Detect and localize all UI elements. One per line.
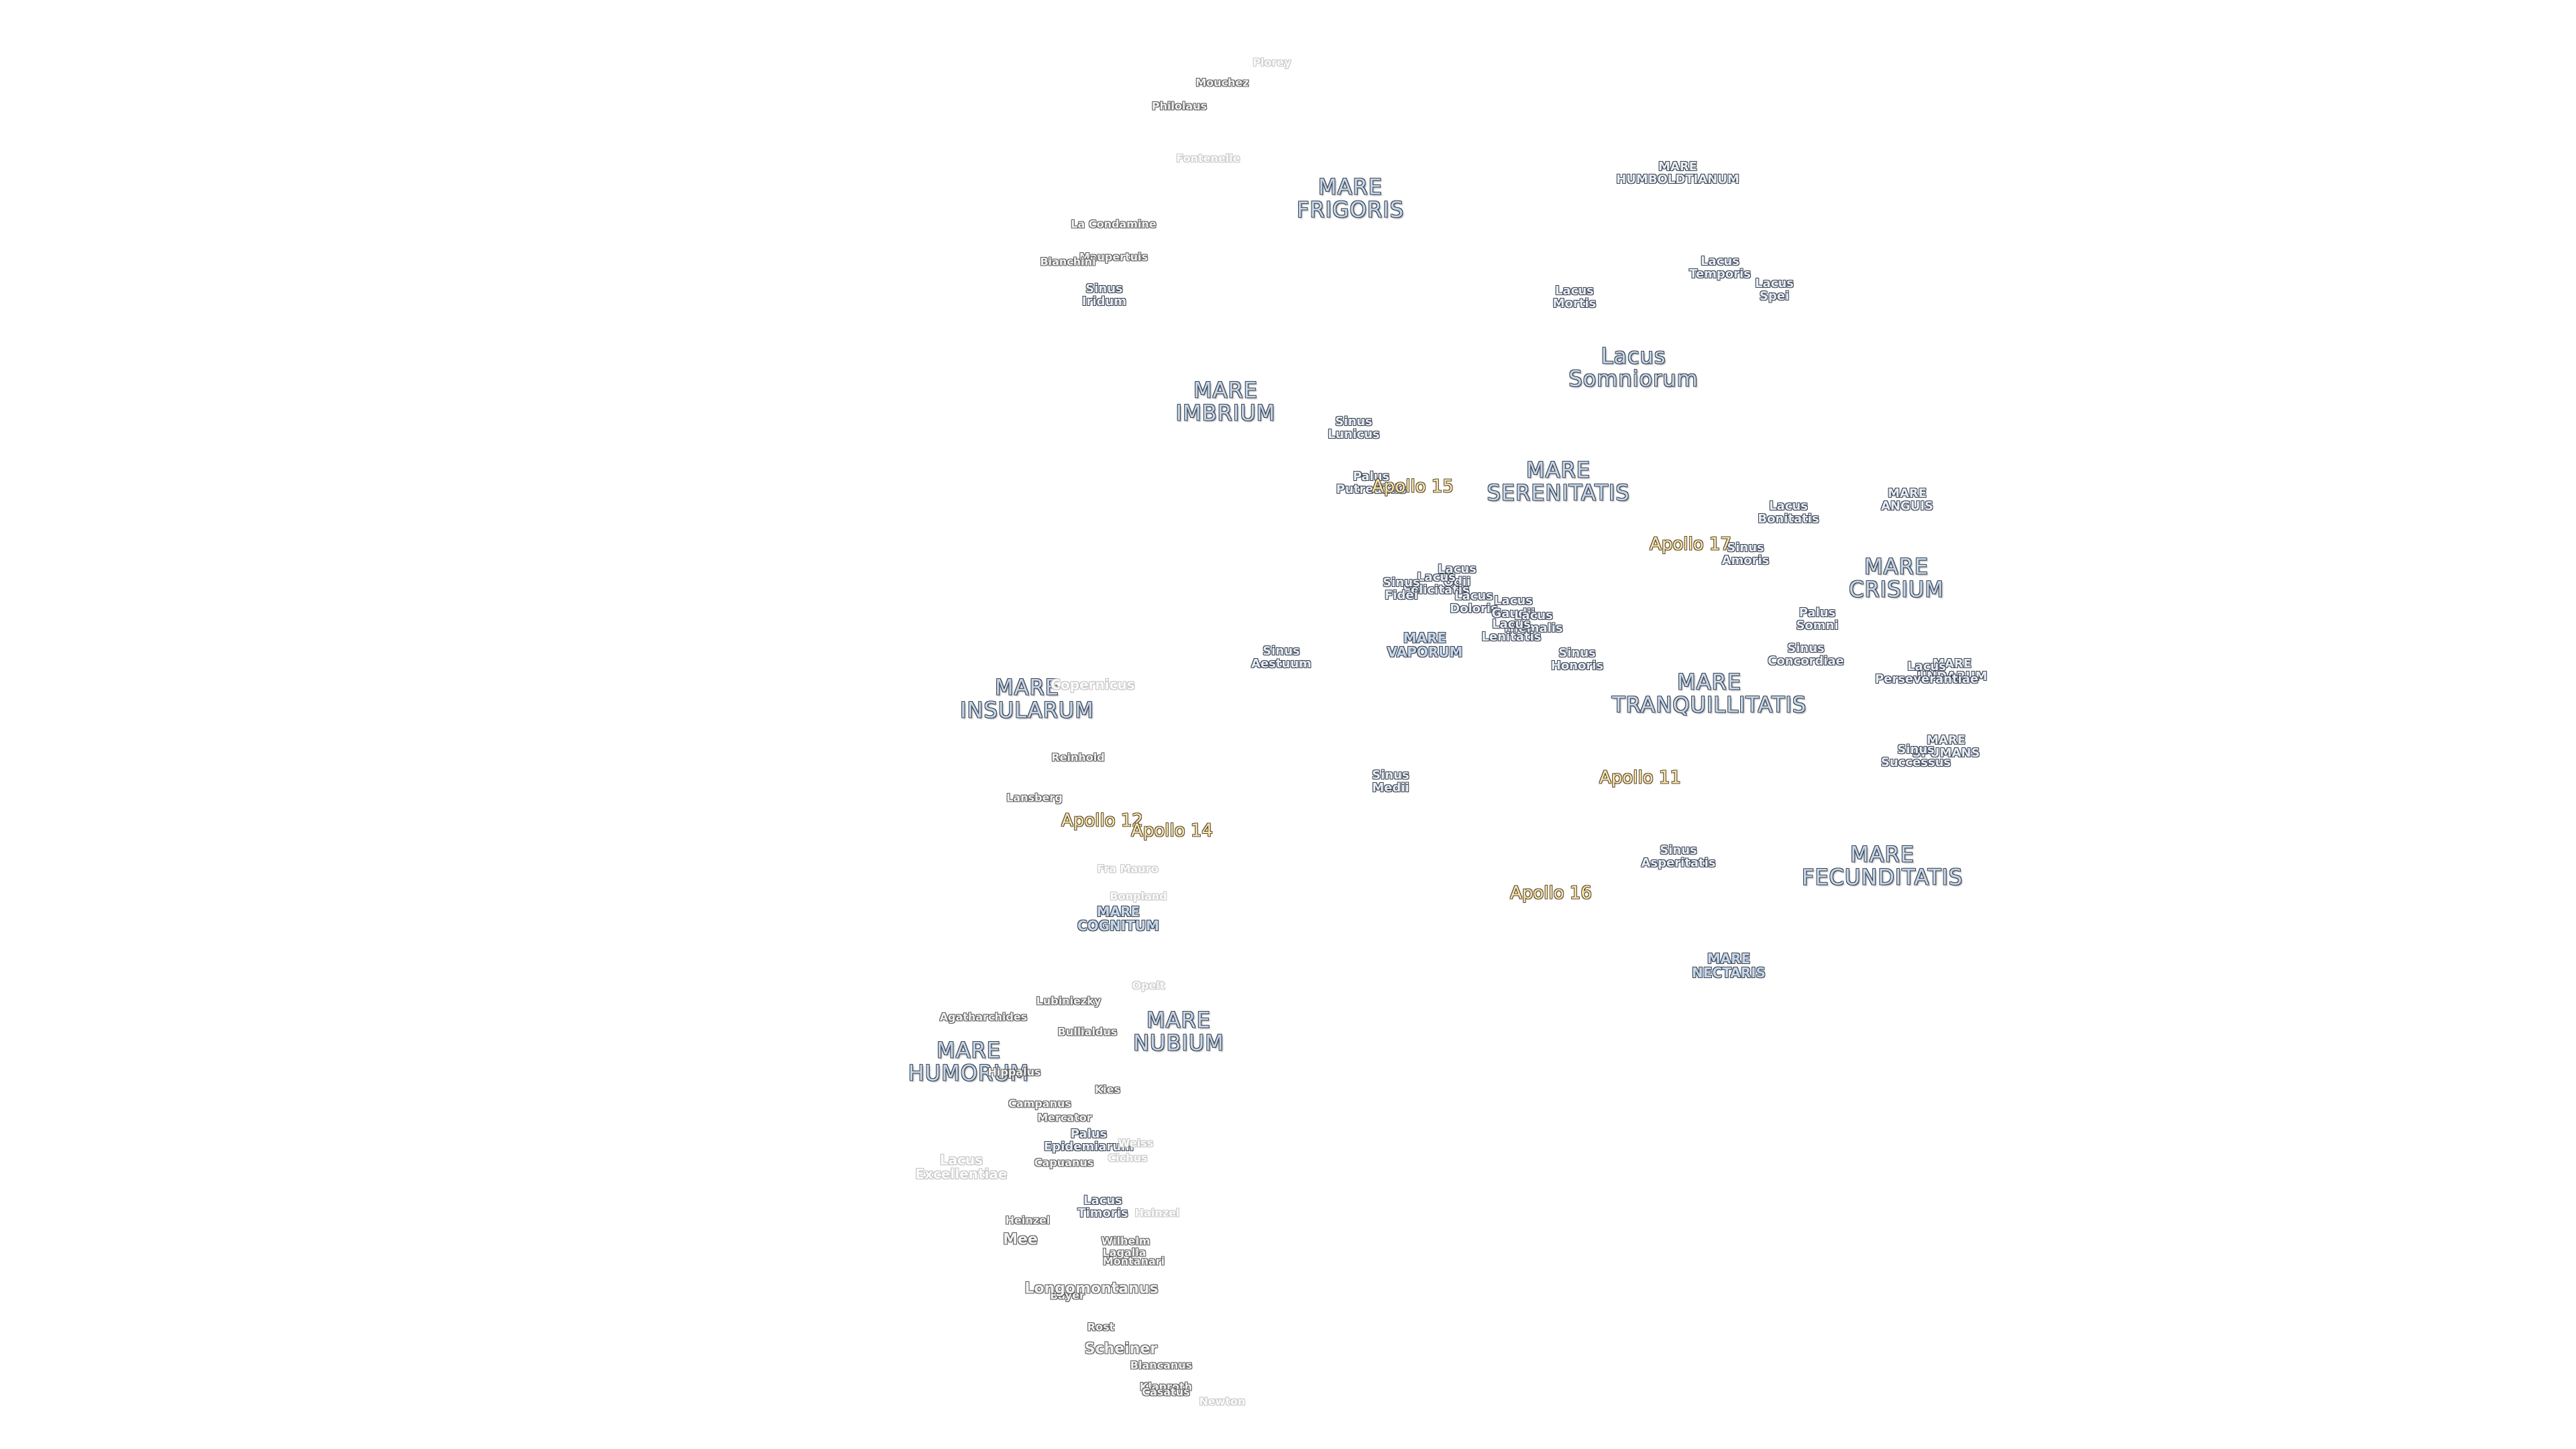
map-label: Plorey [1252, 56, 1291, 69]
map-label: Apollo 17 [1650, 534, 1731, 555]
map-label: Sinus Concordiae [1768, 641, 1844, 668]
map-label: MARE SERENITATIS [1487, 457, 1630, 505]
map-label: Lagalla [1102, 1246, 1146, 1259]
map-label: Capuanus [1034, 1156, 1094, 1169]
map-label: Campanus [1008, 1097, 1071, 1110]
map-label: Cichus [1108, 1151, 1148, 1165]
map-label: Lacus Somniorum [1568, 343, 1699, 391]
map-label: Bianchini [1040, 255, 1096, 268]
map-label: Opelt [1132, 979, 1165, 992]
map-label: Palus Putredinis [1336, 470, 1407, 496]
map-label: Lacus Odii [1438, 562, 1477, 589]
map-label: Lacus Timoris [1077, 1193, 1128, 1220]
map-label: Heinzel [1005, 1214, 1051, 1227]
map-label: Reinhold [1051, 751, 1105, 764]
map-label: Wilhelm [1101, 1234, 1150, 1248]
map-label: MARE TRANQUILLITATIS [1611, 669, 1807, 717]
map-label: Fra Mauro [1097, 862, 1159, 875]
map-label: MARE IMBRIUM [1175, 377, 1276, 425]
map-label: MARE HUMORUM [908, 1037, 1030, 1085]
map-label: Rost [1087, 1320, 1115, 1334]
map-label: Lansberg [1006, 791, 1063, 804]
map-label: Lacus Bonitatis [1758, 499, 1819, 526]
map-label: Apollo 15 [1372, 476, 1454, 497]
map-label: Lacus Felicitatis [1403, 570, 1470, 597]
map-label: Apollo 12 [1061, 810, 1143, 831]
map-label: Palus Epidemiarum [1044, 1127, 1134, 1154]
map-label: MARE FRIGORIS [1296, 174, 1405, 222]
map-label: Palus Somni [1796, 606, 1839, 633]
map-label: Lubiniezky [1036, 994, 1102, 1008]
map-label: Longomontanus [1024, 1280, 1159, 1297]
map-label: Sinus Lunicus [1328, 415, 1380, 441]
map-label: Weiss [1118, 1136, 1154, 1150]
map-label: Scheiner [1084, 1340, 1158, 1358]
map-label: Lacus Gaudii [1491, 594, 1536, 621]
map-label: Mercator [1037, 1111, 1092, 1124]
map-label: Casatus [1142, 1385, 1190, 1399]
map-label: Maupertuis [1079, 250, 1148, 264]
map-label: Lacus Mortis [1552, 284, 1597, 311]
map-label: MARE NECTARIS [1692, 951, 1766, 981]
map-label: Copernicus [1051, 676, 1135, 693]
map-label: MARE UNDARUM [1917, 657, 1988, 684]
map-label: Philolaus [1151, 99, 1208, 113]
map-label: MARE ANGUIS [1880, 486, 1934, 513]
map-label: MARE INSULARUM [960, 674, 1094, 722]
map-label: Klaproth [1139, 1380, 1193, 1393]
map-label: Sinus Honoris [1550, 646, 1604, 673]
map-label: Lacus Perseverantiae [1874, 659, 1979, 686]
map-label: Sinus Medii [1372, 768, 1409, 795]
map-label: MARE CRISIUM [1849, 553, 1944, 602]
map-label: Mouchez [1195, 76, 1249, 89]
map-label: MARE COGNITUM [1077, 904, 1160, 934]
map-label: Hainzel [1134, 1206, 1180, 1220]
map-label: Lacus Hiemalis [1504, 608, 1563, 635]
map-label: Lacus Spei [1755, 276, 1794, 303]
map-label: MARE HUMBOLDTIANUM [1616, 160, 1739, 186]
map-label: Montanari [1102, 1254, 1165, 1268]
map-label: Apollo 16 [1510, 883, 1592, 904]
map-label: Bonpland [1110, 890, 1167, 903]
map-label: MARE SPUMANS [1912, 733, 1980, 760]
map-label: Sinus Fidei [1383, 576, 1420, 602]
map-label: Bullialdus [1057, 1025, 1118, 1038]
map-label: Sinus Iridum [1081, 282, 1127, 309]
map-label: Lacus Doloris [1450, 589, 1498, 616]
map-label: Lacus Excellentiae [915, 1152, 1008, 1182]
map-label: Blancanus [1130, 1358, 1193, 1372]
map-label: Sinus Amoris [1721, 541, 1770, 568]
map-label: Bayer [1050, 1289, 1085, 1302]
map-label: Lacus Lenitatis [1481, 617, 1542, 644]
map-label: Sinus Asperitatis [1641, 843, 1716, 870]
map-label: La Condamine [1071, 217, 1157, 231]
map-label: Newton [1199, 1395, 1246, 1408]
map-label: Lacus Temporis [1689, 254, 1751, 281]
map-label: Kies [1094, 1083, 1121, 1096]
map-label: MARE NUBIUM [1133, 1007, 1224, 1055]
map-label: Apollo 14 [1131, 820, 1213, 841]
map-label: Sinus Aestuum [1251, 644, 1311, 671]
map-label: Sinus Successus [1880, 743, 1951, 769]
map-label: MARE VAPORUM [1387, 630, 1463, 660]
map-label: MARE FECUNDITATIS [1801, 841, 1964, 890]
map-label: Apollo 11 [1599, 767, 1681, 788]
map-label: Fontenelle [1176, 152, 1240, 165]
map-label: Hippalus [987, 1065, 1041, 1079]
map-label: Agatharchides [939, 1010, 1028, 1024]
map-label: Mee [1003, 1231, 1038, 1248]
